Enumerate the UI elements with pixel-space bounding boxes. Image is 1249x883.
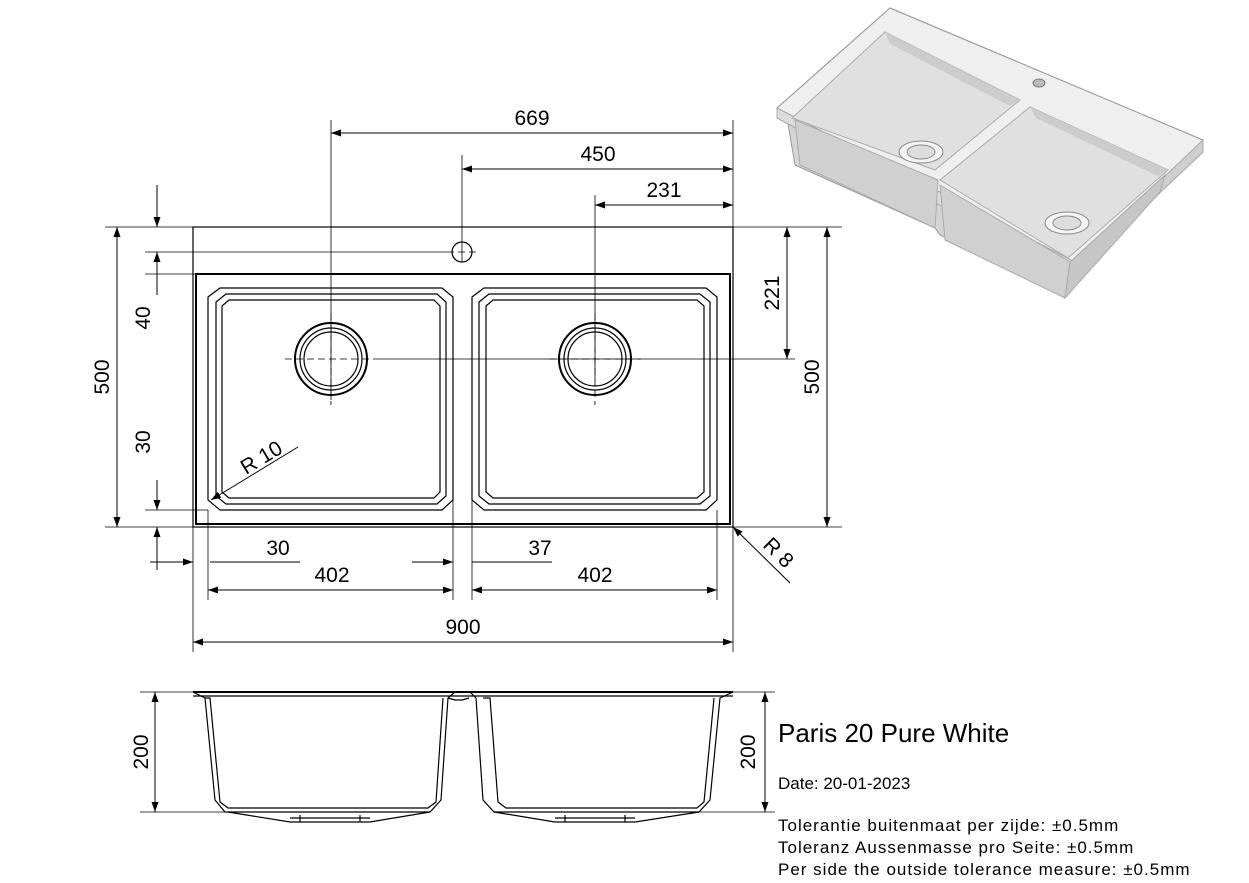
sink-3d-view bbox=[776, 7, 1204, 300]
countertop-outline bbox=[192, 226, 734, 528]
dim-221: 221 bbox=[761, 275, 784, 310]
dim-37: 37 bbox=[528, 537, 551, 560]
top-view bbox=[192, 226, 734, 528]
dim-500-left: 500 bbox=[91, 359, 114, 394]
dim-200-right: 200 bbox=[737, 734, 760, 769]
dim-450: 450 bbox=[580, 143, 615, 166]
dim-231: 231 bbox=[646, 179, 681, 202]
product-date: Date: 20-01-2023 bbox=[778, 774, 911, 793]
tolerance-en: Per side the outside tolerance measure: … bbox=[778, 860, 1191, 879]
right-basin bbox=[471, 287, 718, 511]
extension-lines bbox=[105, 120, 842, 652]
dim-900: 900 bbox=[445, 616, 480, 639]
dim-radius-10: R 10 bbox=[237, 437, 287, 480]
section-dimension-lines bbox=[140, 691, 775, 813]
dim-40: 40 bbox=[132, 306, 155, 329]
section-view bbox=[192, 691, 734, 823]
left-basin bbox=[207, 287, 454, 511]
dim-30-left: 30 bbox=[132, 430, 155, 453]
dim-402-left: 402 bbox=[314, 564, 349, 587]
dim-radius-8: R 8 bbox=[758, 533, 797, 572]
sink-rim-outline bbox=[195, 273, 731, 525]
dim-500-right: 500 bbox=[801, 359, 824, 394]
tolerance-de: Toleranz Aussenmasse pro Seite: ±0.5mm bbox=[778, 838, 1135, 857]
tolerance-nl: Tolerantie buitenmaat per zijde: ±0.5mm bbox=[778, 816, 1120, 835]
product-title: Paris 20 Pure White bbox=[778, 718, 1010, 748]
dimension-lines bbox=[113, 129, 831, 646]
dim-402-right: 402 bbox=[577, 564, 612, 587]
dim-669: 669 bbox=[514, 107, 549, 130]
dim-30-bottom: 30 bbox=[266, 537, 289, 560]
dim-200-left: 200 bbox=[130, 734, 153, 769]
